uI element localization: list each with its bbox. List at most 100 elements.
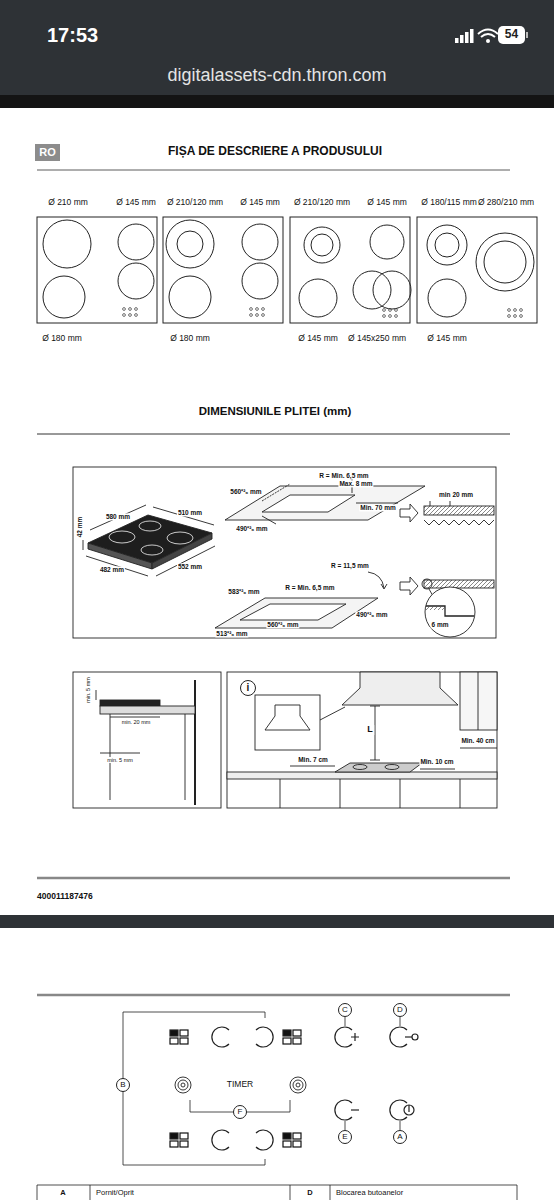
installation-drawing-part — [424, 506, 494, 515]
zone-diameter: Ø 145 mm — [367, 198, 407, 207]
hob-layouts-part — [169, 276, 211, 318]
zone-diameter: Ø 210/120 mm — [294, 198, 350, 207]
language-badge: RO — [35, 144, 60, 161]
table-cell: D — [307, 1189, 312, 1197]
hob-layouts-part — [37, 217, 157, 323]
browser-chrome-part — [0, 95, 554, 108]
status-text: digitalassets-cdn.thron.com — [167, 66, 386, 86]
control-label: TIMER — [227, 1080, 253, 1089]
page-rules-part — [37, 994, 510, 997]
installation-drawing-part — [90, 505, 146, 530]
control-panel-part — [351, 1033, 359, 1041]
dimension-label: Min. 7 cm — [297, 756, 329, 763]
hob-layouts-part — [166, 220, 214, 268]
installation-drawing-part — [400, 504, 418, 522]
hob-layouts-part — [373, 271, 411, 309]
clearance-drawing-part — [370, 706, 380, 707]
dimension-label: 560⁺²₀ mm — [266, 621, 299, 628]
dimension-label: 510 mm — [177, 509, 203, 516]
node-text: i — [247, 683, 250, 693]
document-title: FIȘA DE DESCRIERE A PRODUSULUI — [168, 145, 382, 158]
installation-drawing-part — [424, 520, 494, 525]
control-panel-part — [283, 1133, 301, 1147]
control-panel-part — [335, 1027, 352, 1047]
installation-drawing-part — [167, 532, 193, 544]
product-code: 400011187476 — [37, 892, 93, 901]
browser-chrome-part — [460, 35, 464, 43]
callout-letter: B — [116, 1078, 130, 1092]
zone-diameter: Ø 280/210 mm — [478, 198, 534, 207]
browser-chrome-part — [470, 29, 474, 43]
clearance-drawing-part — [227, 672, 497, 808]
control-panel-part — [345, 1017, 346, 1026]
hob-layouts-part — [304, 227, 340, 263]
page-rules-part — [37, 434, 510, 435]
dimension-label: Max. 8 mm — [338, 480, 373, 487]
dimension-label: 560⁺²₀ mm — [229, 488, 262, 495]
node-text: B — [120, 1081, 125, 1089]
callout-letter: E — [338, 1130, 352, 1144]
control-panel-part — [212, 1027, 229, 1047]
browser-chrome-part — [498, 26, 525, 44]
control-panel-part — [345, 1121, 346, 1130]
zone-diameter: Ø 145 mm — [116, 198, 156, 207]
hob-layouts-part — [508, 309, 523, 318]
zone-diameter: Ø 145x250 mm — [348, 334, 406, 343]
callout-letter: A — [393, 1130, 407, 1144]
dimension-label: R = Min. 6,5 mm — [318, 472, 369, 479]
clearance-drawing-part — [100, 753, 140, 754]
control-panel — [123, 1012, 418, 1165]
control-panel-part — [123, 1012, 265, 1165]
zone-diameter: Ø 210 mm — [48, 198, 88, 207]
installation-drawing-part — [400, 577, 418, 595]
dimension-label: min. 5 mm — [85, 676, 91, 704]
control-panel-part — [335, 1100, 352, 1120]
control-panel-part — [400, 1121, 401, 1130]
hob-layouts-part — [43, 276, 85, 318]
clearance-drawing-part — [280, 779, 281, 808]
control-panel-part — [408, 1105, 409, 1112]
hob-layouts-part — [242, 263, 278, 299]
hob-layouts-part — [427, 225, 467, 265]
control-panel-part — [405, 1036, 412, 1037]
dimension-label: min. 20 mm — [121, 719, 152, 725]
dimension-label: Min. 40 cm — [460, 737, 495, 744]
node-text: RO — [39, 147, 56, 158]
dimension-label: R = 11,5 mm — [330, 562, 370, 569]
installation-drawing-part — [426, 606, 474, 616]
page-rules — [37, 170, 510, 995]
installation-drawing-part — [430, 501, 431, 506]
installation-drawing-part — [356, 503, 398, 504]
clearance-drawing-part — [400, 779, 401, 808]
page-rules-part — [37, 170, 510, 171]
clearance-drawing-part — [335, 763, 422, 772]
node-text: F — [238, 1108, 243, 1116]
hob-layouts-part — [250, 308, 265, 317]
browser-chrome-part — [526, 32, 528, 38]
zone-diameter: Ø 210/120 mm — [167, 198, 223, 207]
control-panel-part — [290, 1077, 306, 1093]
dimension-label: 482 mm — [99, 566, 125, 573]
clearance-drawing-part — [375, 706, 376, 760]
zone-diameter: Ø 145 mm — [240, 198, 280, 207]
zone-diameter: Ø 145 mm — [427, 334, 467, 343]
zone-diameter: Ø 180 mm — [170, 334, 210, 343]
node-text: E — [342, 1133, 347, 1141]
clearance-drawing-part — [73, 672, 221, 808]
hob-layouts-part — [383, 309, 398, 318]
callout-letter: D — [393, 1003, 407, 1017]
hob-layouts-part — [118, 263, 154, 299]
installation-drawing-part — [156, 546, 215, 576]
status-text: 17:53 — [47, 24, 98, 46]
control-panel-part — [256, 1130, 273, 1150]
dimension-label: 583⁺²₀ mm — [227, 588, 260, 595]
dimension-label: R = Min. 6,5 mm — [284, 584, 335, 591]
legend-table-part — [517, 1185, 518, 1200]
installation-drawing — [73, 467, 496, 638]
browser-chrome — [0, 0, 554, 928]
installation-drawing-part — [215, 598, 378, 628]
legend-table-part — [37, 1185, 517, 1186]
table-cell: Blocarea butoanelor — [336, 1189, 403, 1197]
control-panel-part — [351, 1109, 359, 1110]
legend-table-part — [330, 1185, 331, 1200]
